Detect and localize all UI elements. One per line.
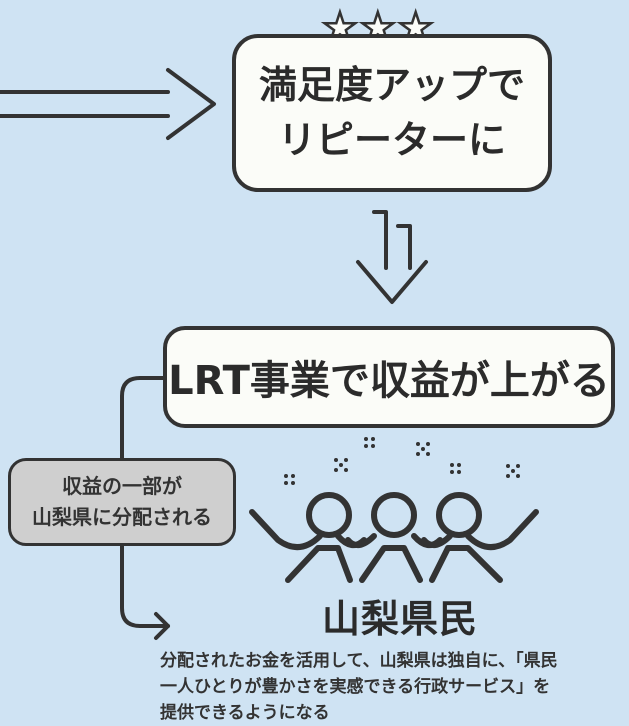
description-line-3: 提供できるようになる: [160, 703, 330, 723]
distribution-note: 収益の一部が 山梨県に分配される: [8, 458, 236, 546]
distribution-line-2: 山梨県に分配される: [32, 505, 212, 529]
sparkle-icon-1: [364, 437, 375, 448]
connector-arrow: [120, 376, 170, 640]
sparkle-icon-6: [506, 464, 520, 478]
sparkle-icon-3: [334, 458, 348, 472]
sparkle-icon-5: [450, 463, 461, 474]
revenue-box: LRT事業で収益が上がる: [163, 326, 615, 428]
double-arrow-right-icon: [0, 68, 216, 140]
description-line-2: 一人ひとりが豊かさを実感できる行政サービス」を: [160, 677, 551, 697]
distribution-line-1: 収益の一部が: [62, 474, 182, 498]
double-arrow-down-icon: [356, 210, 428, 304]
sparkle-icon-4: [284, 474, 295, 485]
residents-title: 山梨県民: [322, 597, 479, 641]
cheering-people-icon: [249, 492, 539, 583]
revenue-label: LRT事業で収益が上がる: [168, 358, 610, 404]
description-line-1: 分配されたお金を活用して、山梨県は独自に、「県民: [160, 651, 558, 671]
sparkle-icon-2: [416, 442, 430, 456]
satisfaction-line-1: 満足度アップで: [258, 62, 525, 107]
satisfaction-box: 満足度アップで リピーターに: [232, 34, 552, 192]
sparkle-icons: [284, 437, 520, 485]
satisfaction-line-2: リピーターに: [277, 118, 506, 162]
residents-description: 分配されたお金を活用して、山梨県は独自に、「県民 一人ひとりが豊かさを実感できる…: [160, 648, 624, 726]
